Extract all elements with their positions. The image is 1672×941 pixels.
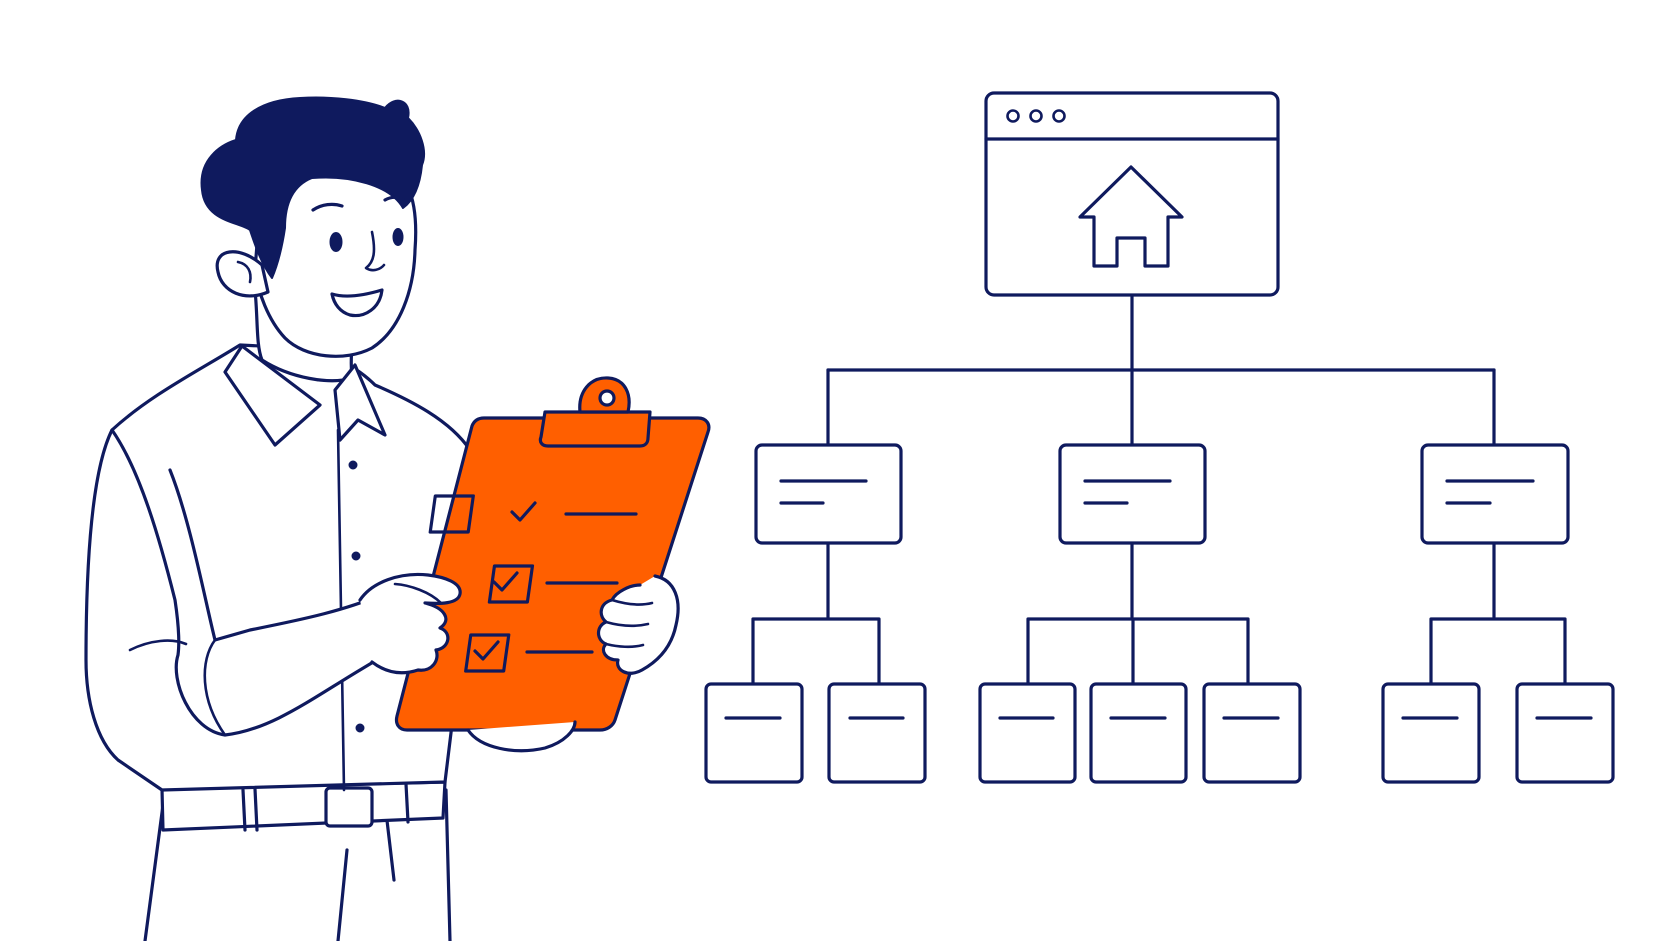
level1-pages xyxy=(754,443,1570,545)
sitemap-leaf-page xyxy=(978,682,1077,784)
sleeve-cuff xyxy=(203,638,227,737)
checkmark-icon xyxy=(473,640,500,661)
root-page-window xyxy=(984,91,1280,297)
sitemap-leaf-page xyxy=(1515,682,1615,784)
finger xyxy=(604,620,650,628)
finger xyxy=(604,642,645,649)
clip-hole xyxy=(598,389,616,407)
sitemap-node-page xyxy=(754,443,903,545)
sitemap-leaf-page xyxy=(1202,682,1302,784)
sitemap-node-page xyxy=(1420,443,1570,545)
shirt-button xyxy=(351,551,361,561)
branch-3-bus xyxy=(1429,617,1567,685)
sitemap-leaf-page xyxy=(704,682,804,784)
collar xyxy=(333,363,387,442)
hair xyxy=(200,96,426,279)
belt xyxy=(160,780,447,832)
thumb xyxy=(393,582,443,605)
smile xyxy=(330,288,384,318)
checkmark-icon xyxy=(492,571,519,592)
finger xyxy=(610,598,654,606)
collar xyxy=(223,344,322,447)
eyebrow xyxy=(311,202,344,212)
eye xyxy=(392,228,404,246)
window-dot-icon xyxy=(1029,109,1043,123)
head xyxy=(200,96,426,358)
checklist-item xyxy=(464,633,594,673)
eye xyxy=(329,232,343,252)
sitemap-diagram xyxy=(704,91,1615,784)
window-dot-icon xyxy=(1006,109,1020,123)
checkbox-checked-icon xyxy=(428,494,475,534)
branch-2-bus xyxy=(1026,617,1250,685)
shirt-button xyxy=(348,460,358,470)
home-icon xyxy=(1078,165,1184,268)
sitemap-leaf-page xyxy=(1089,682,1188,784)
checklist-item xyxy=(487,564,619,604)
clipboard-clamp xyxy=(538,410,652,448)
branch-1-bus xyxy=(751,617,881,685)
level2-pages xyxy=(704,682,1615,784)
sitemap-node-page xyxy=(1058,443,1207,545)
right-arm xyxy=(466,720,577,753)
left-arm xyxy=(110,428,412,737)
sitemap-leaf-page xyxy=(827,682,927,784)
sleeve-fold xyxy=(128,639,188,652)
eyebrow xyxy=(383,195,405,202)
checkmark-icon xyxy=(510,501,537,522)
sitemap-connectors xyxy=(751,293,1567,685)
checklist-item xyxy=(428,494,638,534)
ear xyxy=(215,250,270,298)
checkbox-checked-icon xyxy=(487,564,535,604)
ear xyxy=(236,260,252,284)
person-figure xyxy=(84,96,711,941)
nose xyxy=(364,230,386,272)
shirt-button xyxy=(355,723,365,733)
sitemap-leaf-page xyxy=(1381,682,1481,784)
browser-window-home-icon xyxy=(984,91,1280,297)
window-dot-icon xyxy=(1052,109,1066,123)
checkbox-checked-icon xyxy=(464,633,511,673)
